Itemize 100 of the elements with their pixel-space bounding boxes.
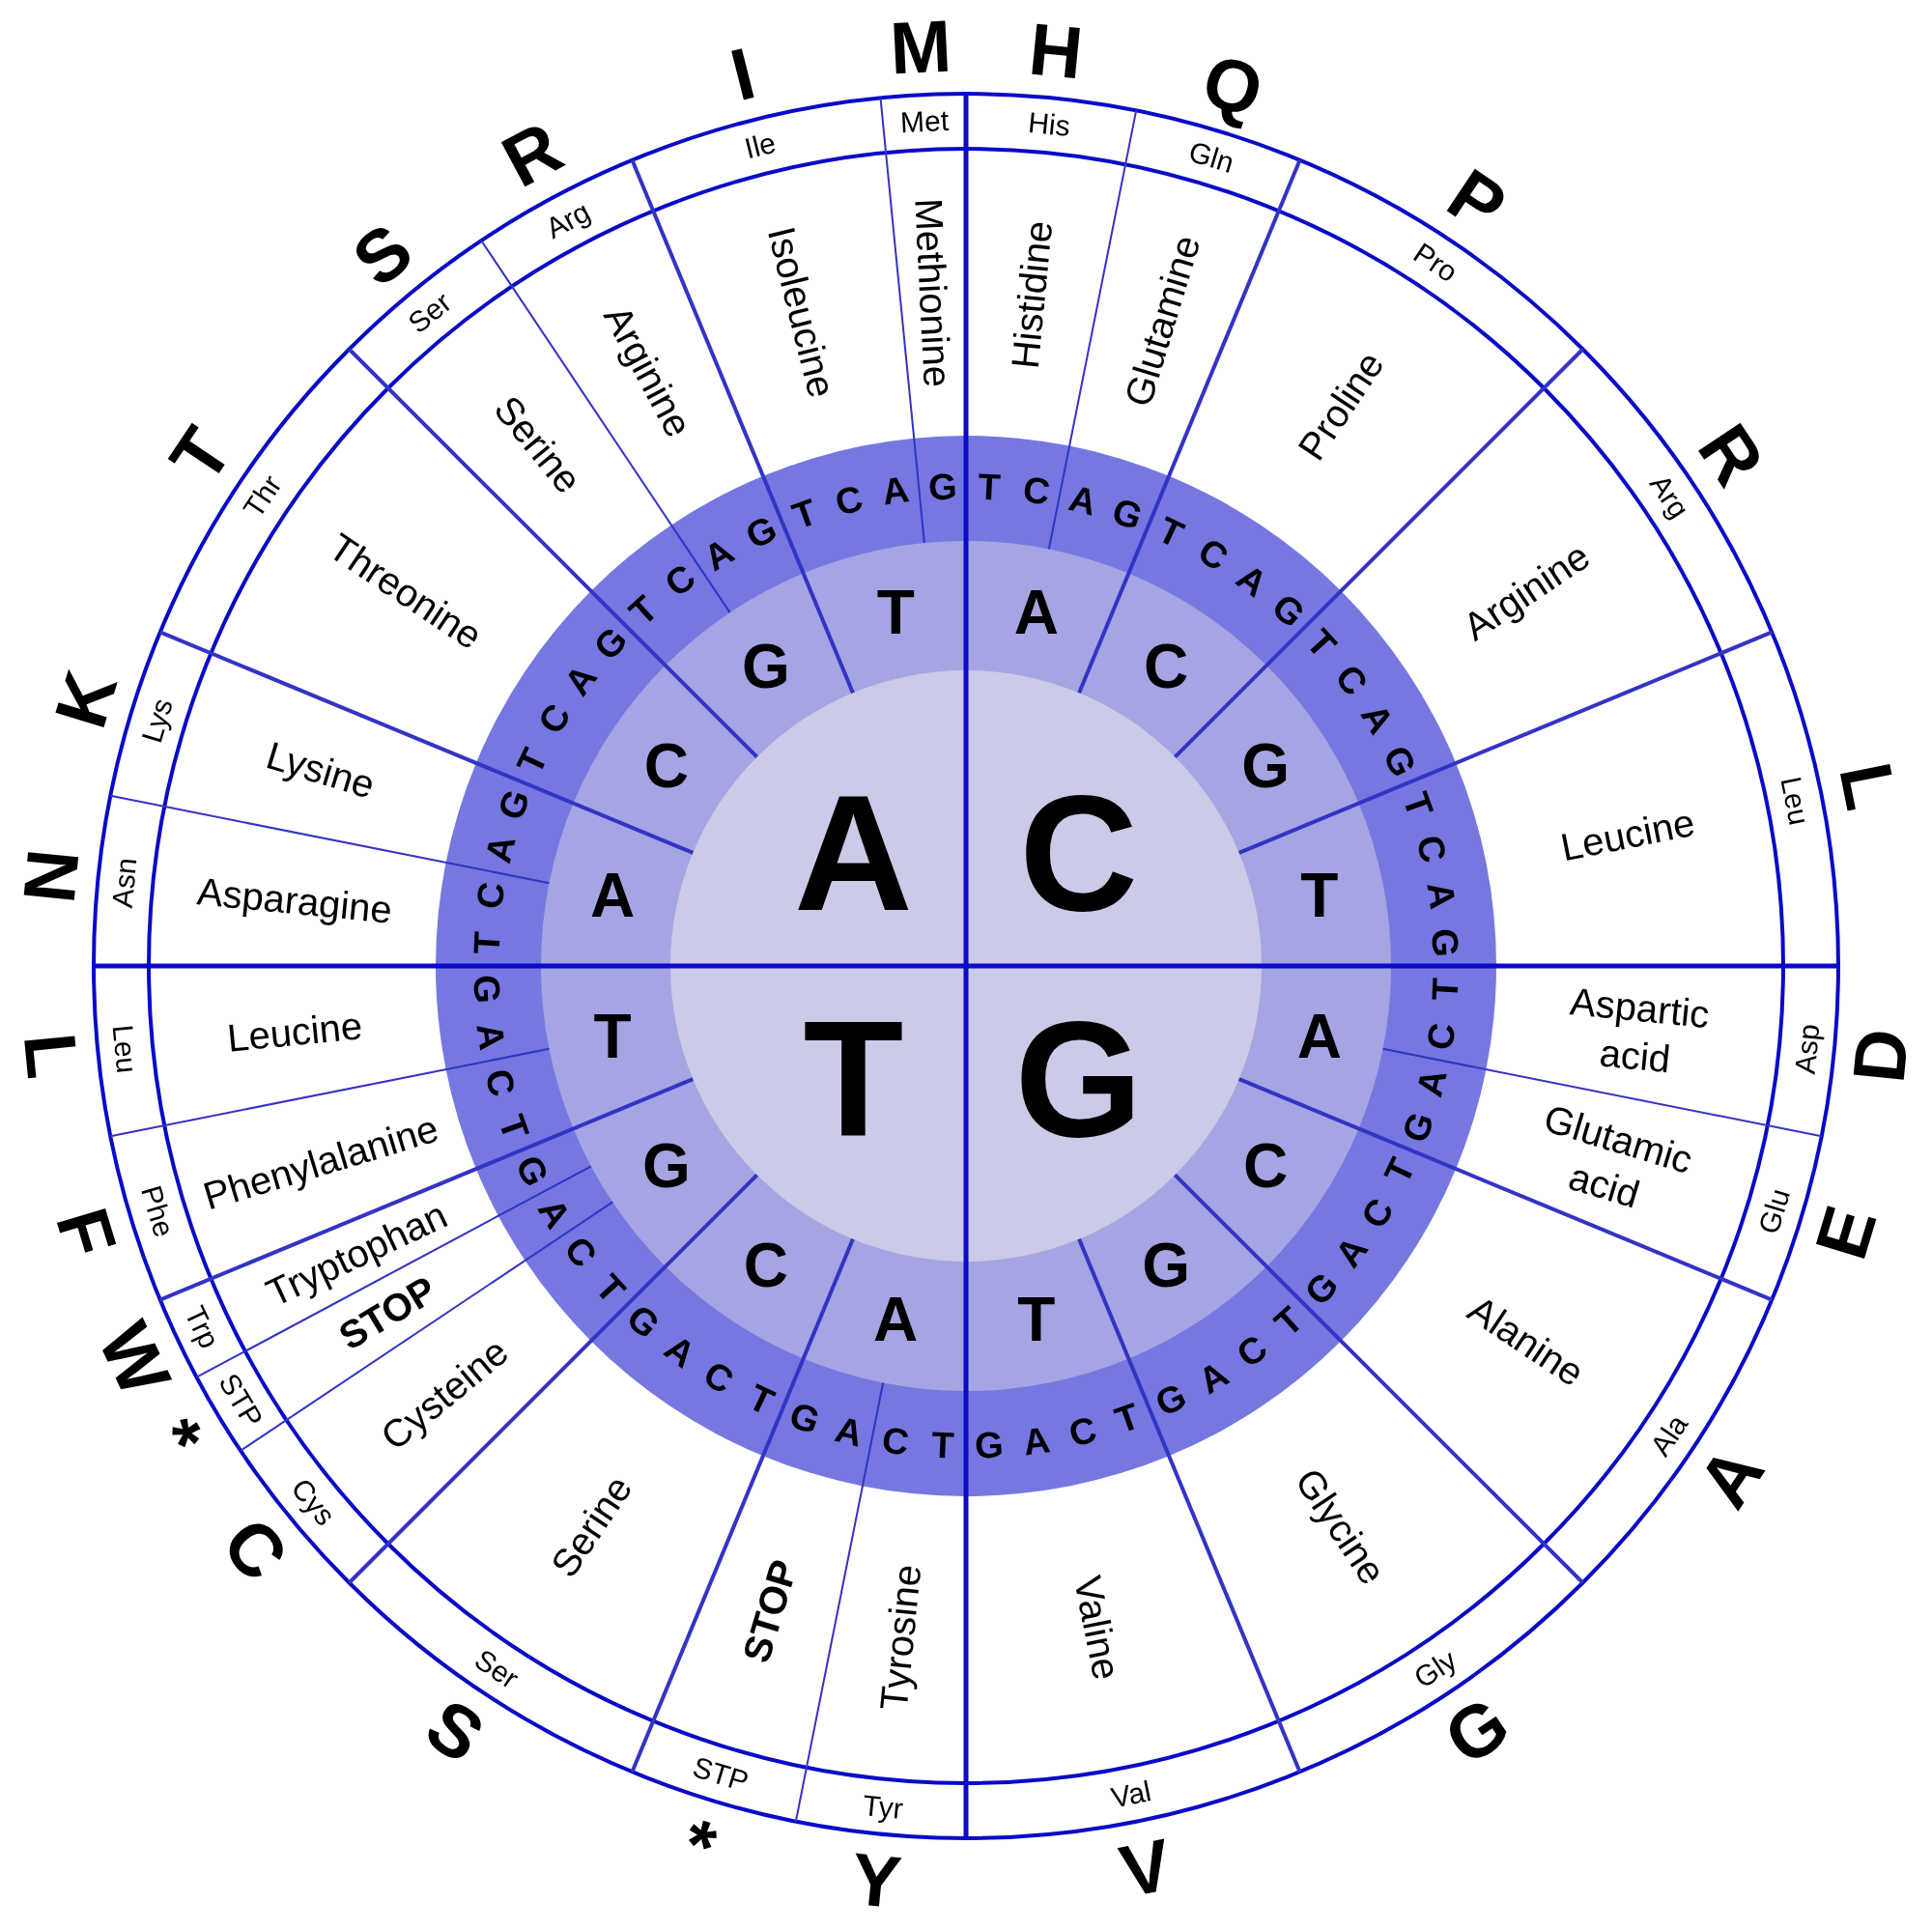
- base-letter: G: [1108, 492, 1148, 536]
- amino-acid-name: Valine: [1065, 1571, 1130, 1684]
- amino-acid-name: Lysine: [261, 732, 381, 809]
- base-letter: T: [1111, 1397, 1145, 1439]
- amino-acid-abbreviation: Val: [1108, 1776, 1153, 1813]
- amino-acid-code: L: [12, 1030, 90, 1083]
- base-letter: A: [1296, 1005, 1342, 1067]
- base-letter: A: [793, 771, 913, 936]
- base-letter: G: [926, 467, 958, 506]
- base-letter: T: [593, 1005, 632, 1067]
- amino-acid-code: N: [12, 845, 91, 906]
- base-letter: A: [832, 1410, 867, 1453]
- base-letter: C: [1065, 1410, 1100, 1453]
- amino-acid-code: *: [138, 1407, 216, 1470]
- amino-acid-name: Aspartic acid: [1567, 979, 1713, 1083]
- base-letter: C: [1420, 1020, 1462, 1053]
- amino-acid-name: Tyrosine: [870, 1561, 929, 1713]
- base-letter: G: [741, 635, 790, 697]
- base-letter: C: [643, 734, 689, 797]
- amino-acid-code: *: [674, 1806, 724, 1886]
- base-letter: C: [479, 1064, 522, 1100]
- base-letter: T: [510, 742, 554, 780]
- base-letter: G: [467, 974, 506, 1006]
- amino-acid-code: M: [888, 9, 953, 86]
- amino-acid-abbreviation: Asp: [1790, 1022, 1825, 1075]
- amino-acid-abbreviation: STP: [689, 1752, 753, 1798]
- base-letter: T: [787, 493, 821, 535]
- amino-acid-name: Leucine: [225, 1003, 365, 1063]
- amino-acid-abbreviation: Ile: [742, 128, 780, 164]
- amino-acid-code: V: [1114, 1827, 1177, 1909]
- base-letter: T: [1017, 1288, 1056, 1350]
- amino-acid-code: D: [1841, 1026, 1920, 1087]
- base-letter: G: [1377, 740, 1423, 781]
- base-letter: T: [1397, 787, 1439, 821]
- amino-acid-abbreviation: His: [1026, 108, 1071, 142]
- base-letter: T: [742, 1378, 780, 1422]
- amino-acid-code: I: [724, 36, 762, 112]
- amino-acid-name: STOP: [733, 1553, 808, 1668]
- amino-acid-abbreviation: Asn: [107, 857, 142, 910]
- base-letter: T: [1426, 977, 1464, 1002]
- amino-acid-abbreviation: Arg: [540, 197, 595, 244]
- base-letter: G: [1426, 926, 1465, 958]
- base-letter: A: [1020, 1420, 1053, 1462]
- base-letter: G: [1396, 1108, 1440, 1148]
- amino-acid-name: Asparagine: [195, 867, 395, 933]
- amino-acid-name: Isoleucine: [759, 221, 845, 403]
- base-letter: G: [1241, 734, 1290, 797]
- amino-acid-abbreviation: Gln: [1185, 136, 1237, 178]
- base-letter: C: [743, 1235, 788, 1297]
- amino-acid-code: K: [43, 663, 129, 735]
- base-letter: G: [1142, 1235, 1191, 1297]
- base-letter: A: [1065, 479, 1100, 522]
- base-letter: T: [493, 1111, 535, 1145]
- base-letter: G: [492, 784, 536, 824]
- amino-acid-code: L: [1827, 757, 1909, 816]
- base-letter: A: [470, 1020, 512, 1053]
- amino-acid-name: Methionine: [906, 196, 960, 388]
- base-letter: A: [1420, 879, 1462, 912]
- base-letter: G: [974, 1426, 1006, 1465]
- base-letter: T: [1378, 1152, 1422, 1190]
- base-letter: C: [1410, 832, 1453, 867]
- amino-acid-abbreviation: STP: [213, 1369, 269, 1433]
- base-letter: G: [641, 1135, 691, 1198]
- base-letter: A: [873, 1288, 919, 1350]
- amino-acid-name: Histidine: [1003, 218, 1062, 372]
- base-letter: T: [1152, 510, 1190, 553]
- base-letter: T: [876, 582, 915, 644]
- base-letter: G: [740, 509, 781, 555]
- base-letter: A: [1410, 1064, 1453, 1100]
- amino-acid-code: H: [1026, 12, 1087, 91]
- amino-acid-abbreviation: Met: [899, 105, 950, 138]
- base-letter: G: [1151, 1377, 1192, 1423]
- base-letter: T: [930, 1426, 955, 1464]
- base-letter: C: [470, 879, 512, 912]
- base-letter: A: [590, 865, 636, 927]
- base-letter: C: [1019, 771, 1139, 936]
- base-letter: T: [977, 468, 1002, 506]
- base-letter: G: [509, 1150, 555, 1192]
- amino-acid-abbreviation: Cys: [285, 1473, 340, 1531]
- base-letter: C: [1144, 635, 1189, 697]
- amino-acid-code: Q: [1195, 43, 1271, 129]
- amino-acid-code: E: [1804, 1199, 1889, 1267]
- amino-acid-abbreviation: Leu: [107, 1023, 142, 1075]
- base-letter: A: [879, 470, 912, 512]
- base-letter: A: [1013, 582, 1059, 644]
- amino-acid-abbreviation: Tyr: [862, 1790, 905, 1824]
- base-letter: T: [803, 996, 904, 1161]
- amino-acid-code: R: [492, 109, 574, 200]
- base-letter: C: [879, 1420, 912, 1462]
- base-letter: C: [1243, 1135, 1289, 1198]
- base-letter: A: [479, 832, 522, 867]
- amino-acid-abbreviation: Lys: [136, 695, 178, 747]
- amino-acid-abbreviation: Leu: [1776, 774, 1814, 828]
- base-letter: G: [784, 1396, 824, 1440]
- base-letter: T: [468, 930, 506, 955]
- amino-acid-name: Leucine: [1556, 799, 1699, 871]
- amino-acid-code: F: [43, 1201, 128, 1265]
- base-letter: G: [1014, 996, 1143, 1161]
- base-letter: T: [1300, 865, 1339, 927]
- base-letter: C: [1020, 470, 1053, 512]
